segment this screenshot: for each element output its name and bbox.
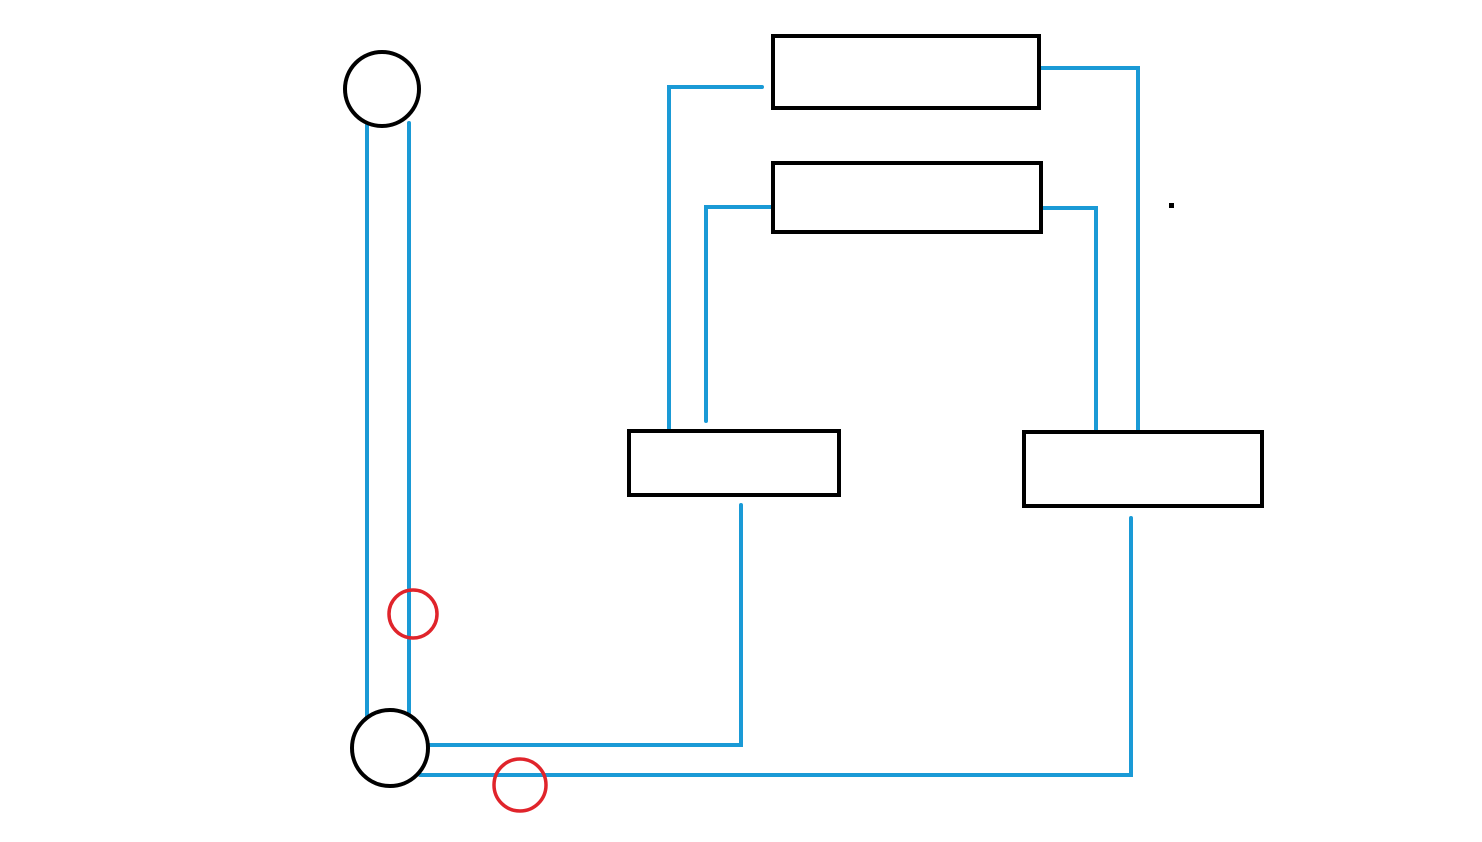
red-circle-marker-vertical xyxy=(387,588,439,640)
wires-group xyxy=(365,66,1140,777)
markers-group xyxy=(387,588,548,813)
wire-left-block-to-top-block xyxy=(667,85,764,434)
bottom-circle-node xyxy=(350,708,430,788)
red-circle-marker-horizontal xyxy=(492,757,548,813)
wire-left-block-to-middle-block xyxy=(704,205,775,423)
left-lower-rectangle-block xyxy=(627,429,841,497)
wire-top-block-to-right-block xyxy=(1038,66,1140,434)
middle-rectangle-block xyxy=(771,161,1043,234)
wire-middle-block-to-right-block xyxy=(1041,206,1098,434)
top-circle-node xyxy=(343,50,421,128)
right-lower-rectangle-block xyxy=(1022,430,1264,508)
shapes-group xyxy=(343,34,1264,788)
stray-dot xyxy=(1169,203,1174,208)
wire-bottom-to-right-block xyxy=(418,516,1133,777)
wire-bottom-to-left-block xyxy=(425,503,743,747)
top-rectangle-block xyxy=(771,34,1041,110)
